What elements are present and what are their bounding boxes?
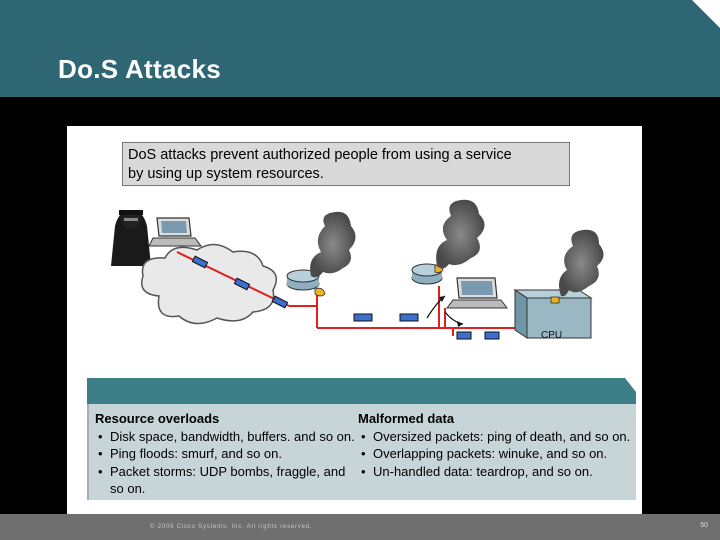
slide-header: Do.S Attacks [0,0,720,97]
cpu-label: CPU [541,330,562,341]
malformed-data-column: Malformed data Oversized packets: ping o… [358,410,638,480]
cpu-box-icon [513,289,593,339]
list-item: Ping floods: smurf, and so on. [95,445,360,463]
bullet-list: Oversized packets: ping of death, and so… [358,428,638,481]
attack-packets-diagonal [176,251,290,309]
resource-overloads-column: Resource overloads Disk space, bandwidth… [95,410,360,498]
slide-title: Do.S Attacks [58,54,222,84]
server-laptop-icon [446,277,508,309]
smoke-plume-router-2 [436,199,485,269]
definition-callout: DoS attacks prevent authorized people fr… [122,142,570,186]
list-item: Overlapping packets: winuke, and so on. [358,445,638,463]
router-icon [286,269,326,297]
hacker-icon [111,210,151,266]
smoke-plume-cpu [559,229,604,297]
header-corner-notch [692,0,720,28]
smoke-plume-router [310,211,356,278]
list-item: Disk space, bandwidth, buffers. and so o… [95,428,360,446]
internet-cloud-icon [141,243,278,325]
column-heading: Malformed data [358,411,455,426]
attack-packets-horizontal [353,313,500,340]
figure-panel: CPU DoS attacks prevent authorized peopl… [67,126,642,514]
router-icon-2 [411,263,444,285]
slide-footer: © 2005 Cisco Systems, Inc. All rights re… [0,514,720,540]
network-diagram: CPU [111,199,604,341]
attacker-laptop-icon [148,217,202,247]
list-item: Oversized packets: ping of death, and so… [358,428,638,446]
page-number: 50 [700,522,708,529]
info-panel: Resource overloads Disk space, bandwidth… [87,404,636,500]
callout-line-1: DoS attacks prevent authorized people fr… [128,147,512,163]
callout-line-2: by using up system resources. [128,166,324,182]
copyright-text: © 2005 Cisco Systems, Inc. All rights re… [150,524,313,530]
bullet-list: Disk space, bandwidth, buffers. and so o… [95,428,360,498]
packet-flow-arrows [426,295,464,327]
info-panel-header-bar [87,378,636,404]
list-item: Un-handled data: teardrop, and so on. [358,463,638,481]
column-heading: Resource overloads [95,411,220,426]
list-item: Packet storms: UDP bombs, fraggle, and s… [95,463,360,498]
